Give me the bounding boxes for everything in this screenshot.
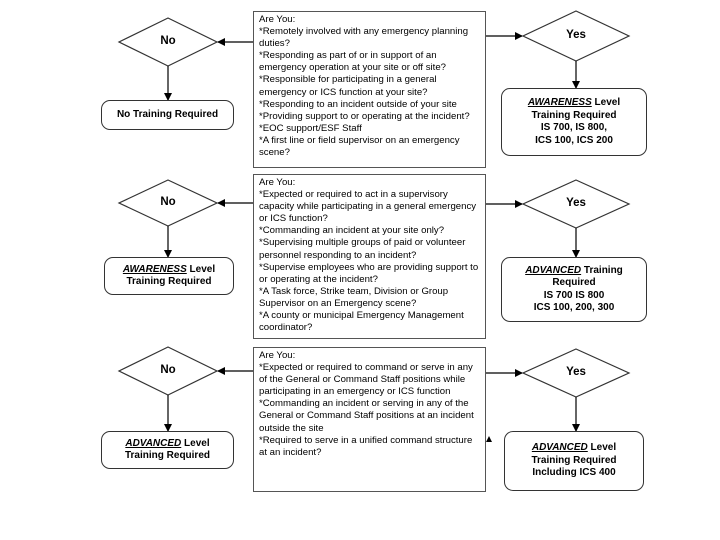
question-box-2: Are You: *Expected or required to act in…	[253, 174, 486, 339]
yes-result-text: Level Training Required	[531, 97, 621, 121]
question-line: *Commanding an incident at your site onl…	[259, 225, 445, 237]
yes-result-course-line: ICS 100, ICS 200	[535, 134, 613, 146]
question-line: *Supervise employees who are providing s…	[259, 261, 479, 285]
no-result-text: Level Training Required	[126, 263, 216, 288]
question-line: Are You:	[259, 14, 296, 25]
yes-result-emphasis: ADVANCED	[525, 264, 582, 276]
yes-result-title-1: AWARENESS Level Training Required	[502, 97, 646, 122]
question-line: *A county or municipal Emergency Managem…	[259, 310, 464, 334]
yes-result-emphasis: AWARENESS	[527, 97, 592, 108]
no-result-title-1: No Training Required	[117, 109, 218, 122]
question-line: *Responding to an incident outside of yo…	[259, 98, 457, 110]
yes-result-title-2: ADVANCED Training Required	[502, 265, 646, 290]
no-result-emphasis: AWARENESS	[122, 263, 187, 275]
question-box-1: Are You: *Remotely involved with any eme…	[253, 11, 486, 168]
question-line: *Required to serve in a unified command …	[259, 434, 473, 458]
question-line: *Commanding an incident or serving in an…	[259, 398, 474, 434]
question-box-3: Are You: *Expected or required to comman…	[253, 347, 486, 492]
no-label-3: No	[160, 364, 176, 376]
yes-result-box-3: ADVANCED Level Training Required Includi…	[504, 431, 644, 491]
no-result-title-2: AWARENESS Level Training Required	[105, 264, 233, 289]
question-line: *EOC support/ESF Staff	[259, 122, 362, 134]
no-result-text: No Training Required	[116, 108, 219, 120]
question-line: *Supervising multiple groups of paid or …	[259, 237, 466, 261]
no-result-box-3: ADVANCED Level Training Required	[101, 431, 234, 469]
yes-label-2: Yes	[566, 197, 586, 209]
yes-label-3: Yes	[566, 366, 586, 378]
no-result-emphasis: ADVANCED	[125, 437, 182, 449]
yes-result-course-line: IS 700 IS 800	[543, 289, 605, 301]
yes-result-box-1: AWARENESS Level Training Required IS 700…	[501, 88, 647, 156]
no-label-1: No	[160, 35, 176, 47]
question-line: *Expected or required to command or serv…	[259, 362, 473, 398]
yes-label-1: Yes	[566, 29, 586, 41]
question-line: *Remotely involved with any emergency pl…	[259, 26, 469, 50]
stray-arrowhead-mark	[486, 436, 492, 442]
question-line: Are You:	[259, 177, 296, 188]
yes-result-title-3: ADVANCED Level Training Required	[505, 442, 643, 467]
yes-result-course-line: Including ICS 400	[532, 467, 616, 479]
question-line: *Responsible for participating in a gene…	[259, 74, 437, 98]
yes-result-box-2: ADVANCED Training Required IS 700 IS 800…	[501, 257, 647, 322]
yes-result-course-line: IS 700, IS 800,	[540, 122, 608, 133]
question-line: *Responding as part of or in support of …	[259, 50, 447, 74]
no-label-2: No	[160, 196, 176, 208]
no-result-box-1: No Training Required	[101, 100, 234, 130]
question-line: *Expected or required to act in a superv…	[259, 189, 477, 225]
yes-result-text: Level Training Required	[531, 442, 617, 466]
question-line: *A Task force, Strike team, Division or …	[259, 285, 449, 309]
no-result-text: Level Training Required	[124, 437, 210, 462]
yes-result-text: Training Required	[552, 264, 623, 289]
question-line: *Providing support to or operating at th…	[259, 110, 470, 122]
no-result-title-3: ADVANCED Level Training Required	[102, 438, 233, 463]
yes-result-emphasis: ADVANCED	[531, 442, 588, 454]
question-line: Are You:	[259, 350, 296, 361]
yes-result-course-line: ICS 100, 200, 300	[533, 302, 615, 313]
no-result-box-2: AWARENESS Level Training Required	[104, 257, 234, 295]
question-line: *A first line or field supervisor on an …	[259, 134, 460, 159]
